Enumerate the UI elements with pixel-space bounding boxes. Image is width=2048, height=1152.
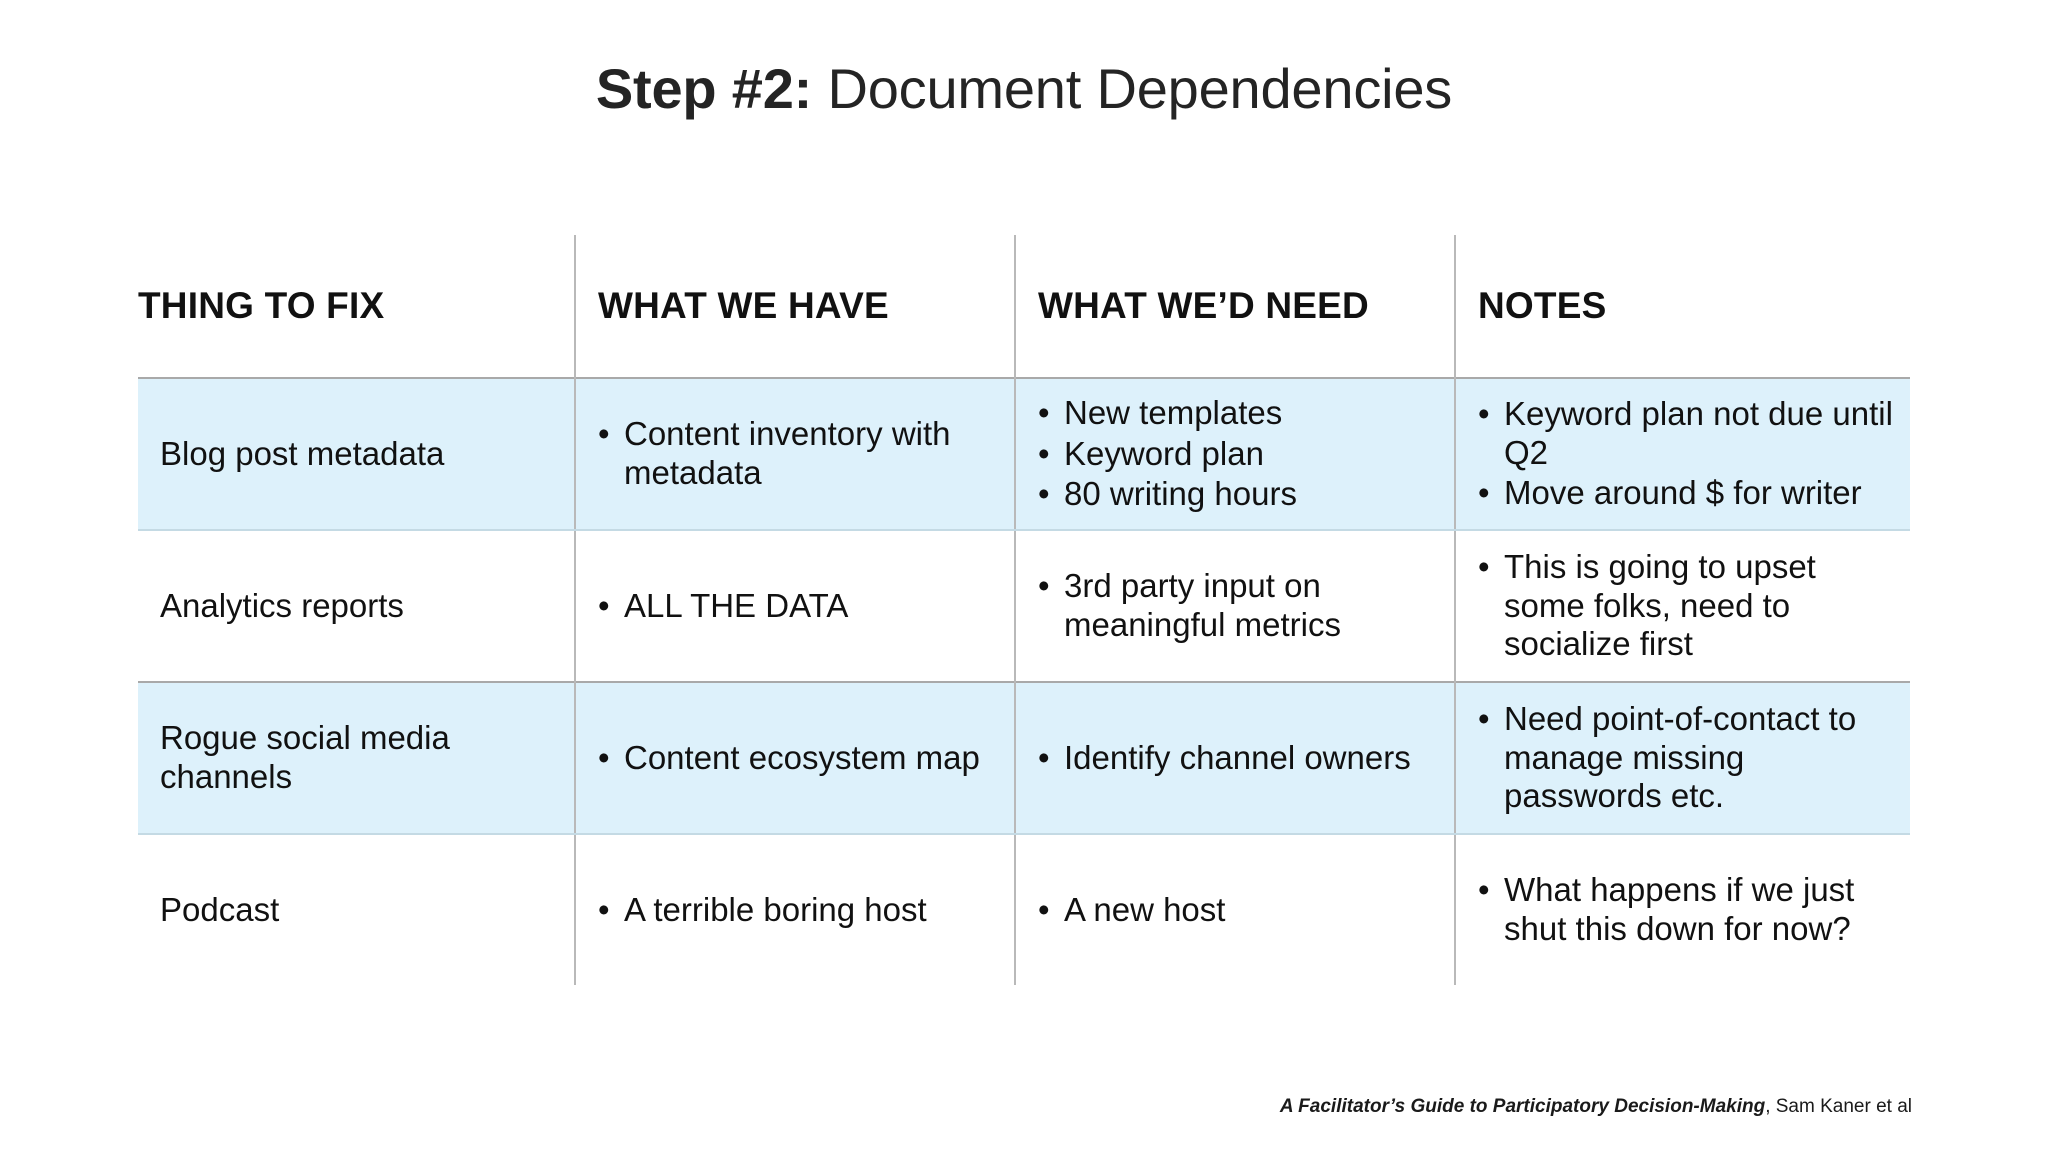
table-row: Analytics reports ALL THE DATA 3rd party… (138, 530, 1910, 682)
cell-notes: What happens if we just shut this down f… (1454, 834, 1910, 985)
row-label: Blog post metadata (160, 434, 445, 472)
cell-thing-to-fix: Blog post metadata (138, 377, 575, 531)
page-title: Step #2: Document Dependencies (0, 58, 2048, 120)
column-header-notes: NOTES (1454, 235, 1910, 378)
row-label: Podcast (160, 890, 280, 928)
list-item: 80 writing hours (1038, 475, 1440, 514)
column-header-what-we-have-label: WHAT WE HAVE (598, 285, 889, 326)
cell-what-wed-need: 3rd party input on meaningful metrics (1014, 530, 1455, 682)
cell-what-we-have: Content inventory with metadata (574, 377, 1015, 531)
cell-what-wed-need: A new host (1014, 834, 1455, 985)
table-body: Blog post metadata Content inventory wit… (138, 377, 1910, 985)
cell-what-wed-need: Identify channel owners (1014, 681, 1455, 835)
cell-what-we-have: A terrible boring host (574, 834, 1015, 985)
bullet-list: Identify channel owners (1038, 739, 1440, 778)
table-header-row: THING TO FIX WHAT WE HAVE WHAT WE’D NEED… (138, 235, 1910, 378)
cell-what-we-have: Content ecosystem map (574, 681, 1015, 835)
bullet-list: A terrible boring host (598, 891, 1000, 930)
list-item: Keyword plan (1038, 435, 1440, 474)
bullet-list: What happens if we just shut this down f… (1478, 871, 1896, 948)
bullet-list: New templates Keyword plan 80 writing ho… (1038, 394, 1440, 514)
list-item: Move around $ for writer (1478, 474, 1896, 513)
row-label: Analytics reports (160, 586, 404, 624)
cell-notes: Keyword plan not due until Q2 Move aroun… (1454, 377, 1910, 531)
cell-thing-to-fix: Podcast (138, 834, 575, 985)
table-row: Podcast A terrible boring host A new hos… (138, 834, 1910, 985)
column-header-what-we-have: WHAT WE HAVE (574, 235, 1015, 378)
list-item: ALL THE DATA (598, 587, 1000, 626)
cell-notes: This is going to upset some folks, need … (1454, 530, 1910, 682)
list-item: Identify channel owners (1038, 739, 1440, 778)
list-item: 3rd party input on meaningful metrics (1038, 567, 1440, 644)
list-item: What happens if we just shut this down f… (1478, 871, 1896, 948)
bullet-list: Content inventory with metadata (598, 415, 1000, 492)
bullet-list: Need point-of-contact to manage missing … (1478, 700, 1896, 816)
row-label: Rogue social media channels (160, 719, 450, 795)
bullet-list: This is going to upset some folks, need … (1478, 548, 1896, 664)
bullet-list: 3rd party input on meaningful metrics (1038, 567, 1440, 644)
source-title: A Facilitator’s Guide to Participatory D… (1279, 1096, 1766, 1117)
list-item: Content ecosystem map (598, 739, 1000, 778)
cell-what-we-have: ALL THE DATA (574, 530, 1015, 682)
cell-thing-to-fix: Rogue social media channels (138, 681, 575, 835)
table-row: Blog post metadata Content inventory wit… (138, 377, 1910, 531)
page-title-strong: Step #2: (595, 57, 813, 120)
list-item: A terrible boring host (598, 891, 1000, 930)
list-item: A new host (1038, 891, 1440, 930)
list-item: Keyword plan not due until Q2 (1478, 395, 1896, 472)
list-item: This is going to upset some folks, need … (1478, 548, 1896, 664)
column-header-what-wed-need: WHAT WE’D NEED (1014, 235, 1455, 378)
table-header: THING TO FIX WHAT WE HAVE WHAT WE’D NEED… (138, 235, 1910, 378)
dependencies-table: THING TO FIX WHAT WE HAVE WHAT WE’D NEED… (138, 235, 1910, 985)
cell-what-wed-need: New templates Keyword plan 80 writing ho… (1014, 377, 1455, 531)
list-item: Content inventory with metadata (598, 415, 1000, 492)
column-header-notes-label: NOTES (1478, 285, 1607, 326)
page-title-rest: Document Dependencies (812, 57, 1453, 120)
column-header-thing-to-fix: THING TO FIX (138, 235, 575, 378)
source-author: , Sam Kaner et al (1765, 1096, 1912, 1117)
dependencies-table-container: THING TO FIX WHAT WE HAVE WHAT WE’D NEED… (138, 235, 1910, 985)
cell-thing-to-fix: Analytics reports (138, 530, 575, 682)
cell-notes: Need point-of-contact to manage missing … (1454, 681, 1910, 835)
bullet-list: ALL THE DATA (598, 587, 1000, 626)
column-header-thing-to-fix-label: THING TO FIX (138, 285, 385, 326)
bullet-list: Keyword plan not due until Q2 Move aroun… (1478, 395, 1896, 513)
list-item: Need point-of-contact to manage missing … (1478, 700, 1896, 816)
source-attribution: A Facilitator’s Guide to Participatory D… (1280, 1096, 1912, 1118)
table-row: Rogue social media channels Content ecos… (138, 681, 1910, 835)
bullet-list: Content ecosystem map (598, 739, 1000, 778)
column-header-what-wed-need-label: WHAT WE’D NEED (1038, 285, 1369, 326)
bullet-list: A new host (1038, 891, 1440, 930)
list-item: New templates (1038, 394, 1440, 433)
